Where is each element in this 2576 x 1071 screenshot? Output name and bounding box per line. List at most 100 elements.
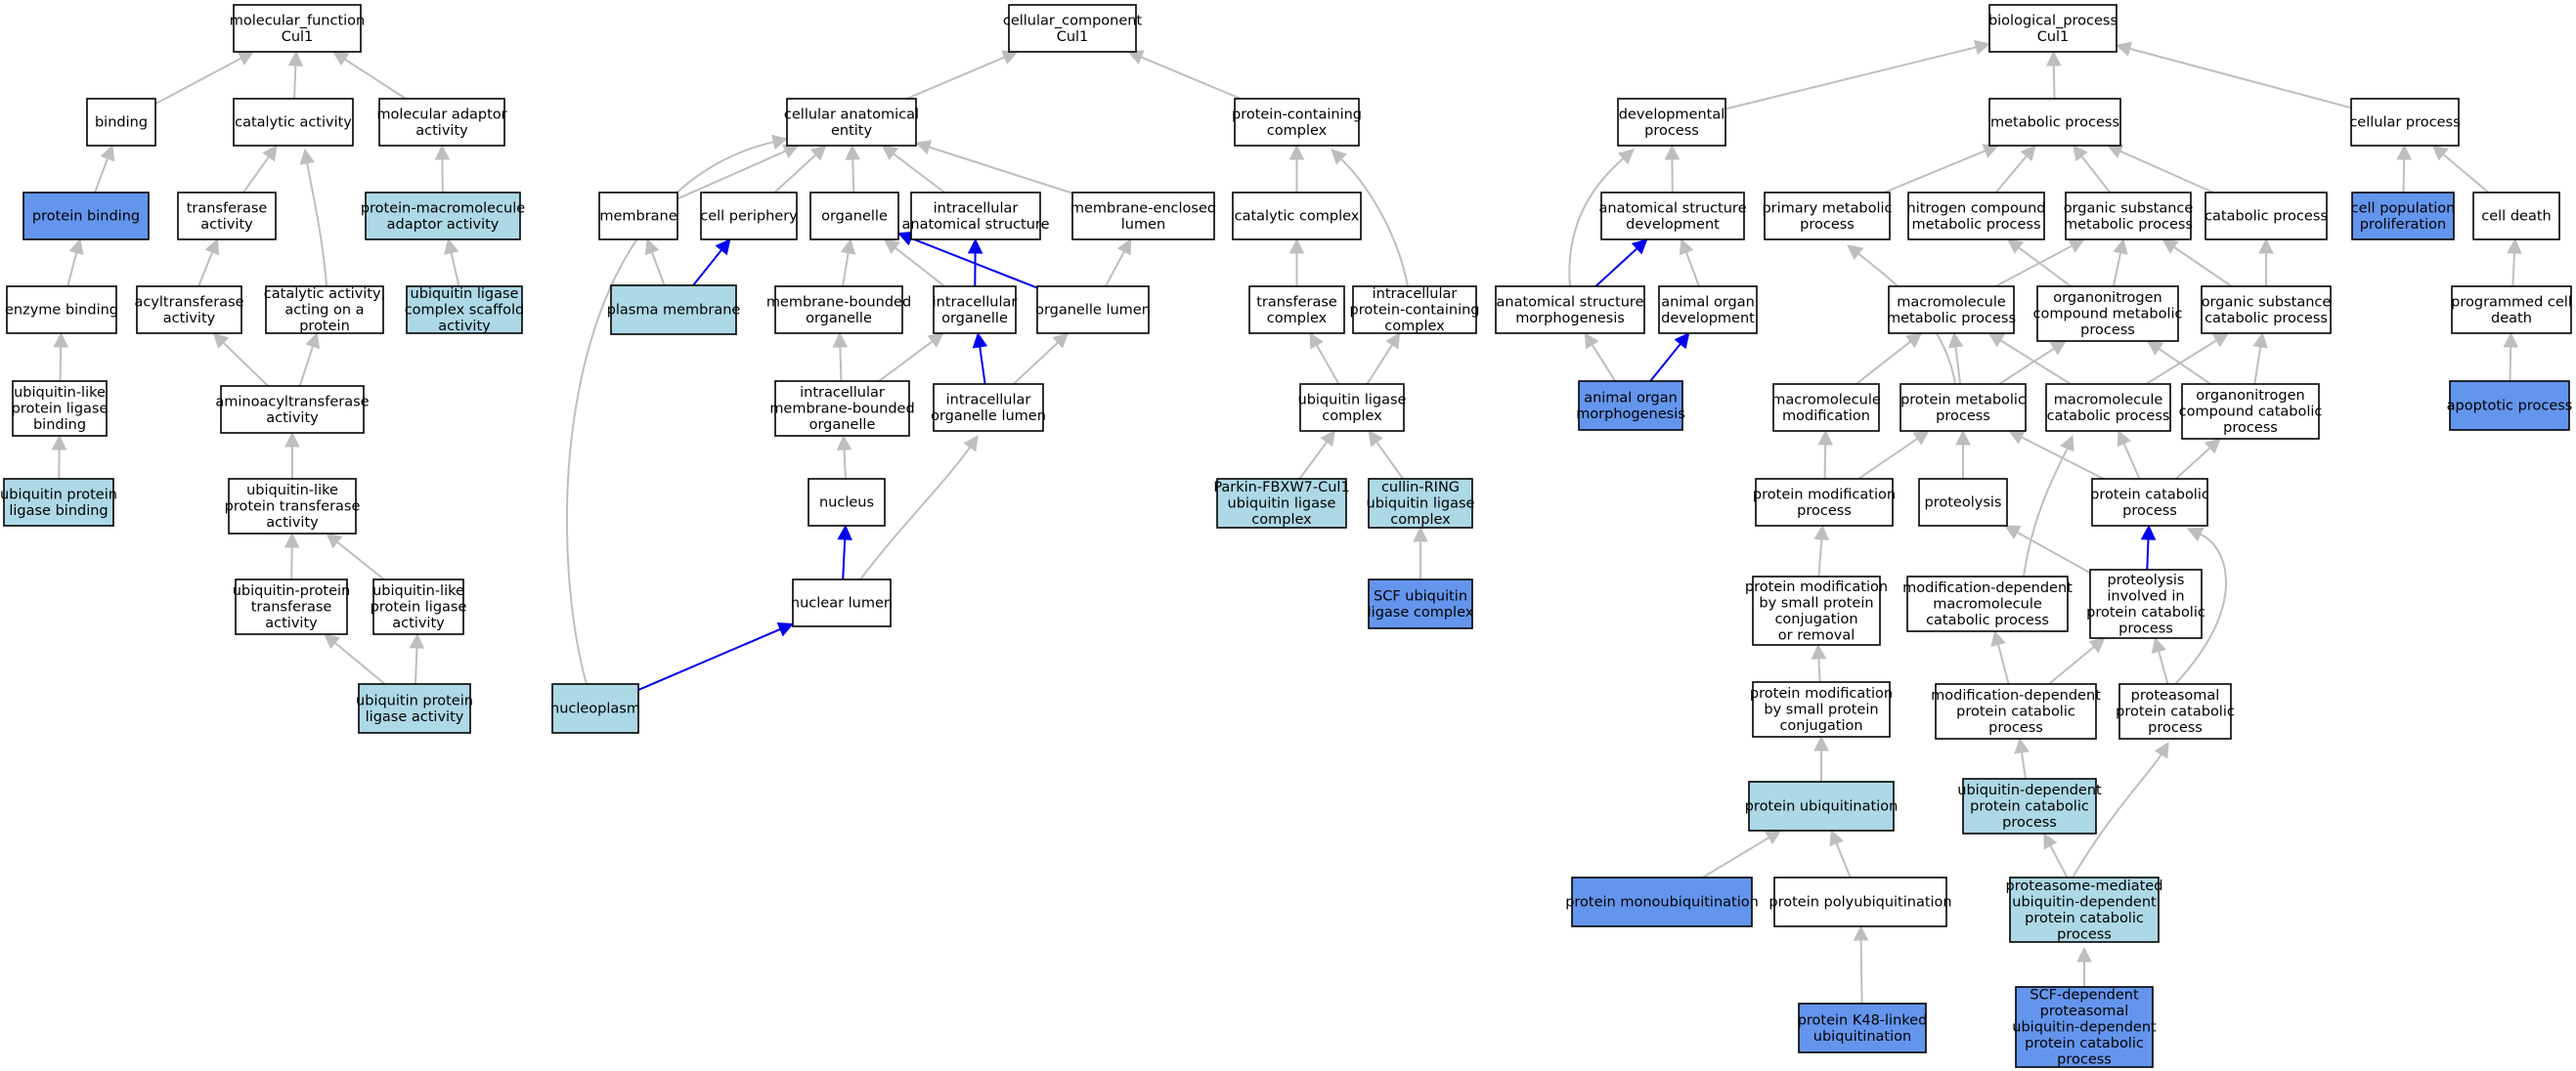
node-box — [1755, 478, 1894, 527]
node-label-line: animal organ — [1661, 294, 1755, 310]
node-label-line: development — [1661, 311, 1755, 326]
node-box — [786, 98, 917, 147]
edge-arrowhead — [1617, 149, 1635, 165]
node-label-line: intracellular — [1373, 286, 1458, 302]
node-label-line: protein K48-linked — [1798, 1012, 1928, 1028]
node-box — [1988, 4, 2118, 53]
edge-nuc_lumen-to-nucleus — [837, 524, 852, 580]
node-box — [1600, 192, 1745, 240]
edge-line — [1316, 344, 1340, 385]
node-label-line: ubiquitin ligase — [1367, 496, 1475, 512]
node-label-line: molecular_function — [230, 13, 365, 28]
edge-org_lumen-to-mel — [1105, 238, 1132, 287]
node-label-line: protein ligase — [371, 600, 467, 616]
edge-line — [2080, 155, 2112, 193]
node-label-line: ubiquitin ligase — [411, 286, 519, 302]
node-membrane: membrane — [598, 192, 678, 240]
node-proteolysis: proteolysis — [1918, 478, 2008, 527]
node-cat-complex: catalytic complex — [1232, 192, 1362, 240]
edge-line — [2402, 158, 2406, 193]
edge-prot_ub-to-pm_spc — [1813, 735, 1829, 782]
node-box — [1299, 383, 1405, 432]
edge-iol-to-org_lumen — [1013, 332, 1070, 385]
edge-imbo-to-ic_org — [878, 332, 944, 382]
node-box — [808, 478, 886, 527]
node-label-line: adaptor activity — [387, 217, 500, 233]
edge-arrowhead — [1664, 144, 1681, 160]
edge-arrowhead — [51, 434, 67, 450]
edge-line — [878, 340, 934, 382]
edge-line — [1998, 347, 2055, 385]
edge-nucleus-to-imbo — [836, 434, 852, 480]
edge-cat_complex-to-pcc — [1288, 144, 1305, 193]
node-label-line: intracellular — [933, 294, 1018, 310]
node-label-line: complex — [1322, 408, 1382, 424]
edge-mod_mm_cat-to-mm_cat — [2023, 434, 2074, 578]
node-label-line: organic substance — [2202, 294, 2332, 310]
edge-ub_pcp-to-mod_pcp — [2014, 737, 2030, 780]
node-label-line: complex scaffold — [405, 303, 525, 319]
edge-arrowhead — [409, 632, 425, 649]
node-label-line: development — [1626, 217, 1720, 233]
edge-mel-to-cae — [914, 140, 1073, 194]
edge-aom-to-aod — [1649, 332, 1690, 382]
edge-prot_pcp-to-prot_in_pcp — [2151, 636, 2169, 685]
edge-arrowhead — [2060, 434, 2074, 452]
edge-arrowhead — [2049, 340, 2067, 356]
edge-catab-to-met_proc — [2106, 144, 2214, 193]
edge-line — [2023, 448, 2069, 578]
node-box — [1962, 778, 2097, 835]
edge-line — [242, 155, 270, 193]
node-label-line: catalytic activity, — [264, 286, 385, 302]
node-box — [1036, 285, 1150, 334]
edge-line — [222, 341, 269, 387]
node-label-line: membrane-bounded — [769, 402, 914, 417]
node-box — [1658, 285, 1758, 334]
node-label-line: organelle — [806, 311, 872, 326]
node-label-line: anatomical structure — [902, 217, 1050, 233]
edge-oncmp-to-ncmp — [2006, 238, 2072, 287]
edge-line — [415, 647, 418, 685]
edge-arrowhead — [776, 621, 795, 637]
edge-line — [1857, 438, 1918, 480]
node-box — [2036, 285, 2179, 342]
edge-line — [1997, 644, 2010, 685]
node-label-line: organelle lumen — [931, 408, 1046, 424]
edge-line — [637, 627, 781, 692]
edge-arrowhead — [1385, 332, 1401, 350]
edge-line — [1835, 842, 1852, 878]
edge-prot_met-to-oncmp — [1998, 340, 2067, 385]
node-label-line: complex — [1267, 311, 1328, 326]
node-label-line: catalytic complex — [1235, 209, 1360, 225]
node-box — [1772, 383, 1880, 432]
edge-line — [2442, 153, 2490, 193]
node-label-line: ubiquitin-protein — [233, 583, 351, 599]
edge-ulc-to-ipcc — [1366, 332, 1401, 385]
node-label-line: metabolic process — [1887, 311, 2016, 326]
node-box — [12, 380, 108, 437]
edge-line — [2049, 844, 2069, 878]
edge-ubl_ligase-to-ubl_transferase — [326, 533, 385, 580]
edge-line — [2119, 150, 2214, 193]
node-label-line: ubiquitin-like — [372, 583, 464, 599]
edge-apoptotic-to-pcd — [2503, 331, 2519, 382]
node-box — [1216, 478, 1347, 529]
node-label-line: protein ligase — [12, 402, 109, 417]
edge-line — [450, 252, 460, 287]
edge-line — [910, 236, 1038, 289]
edge-arrowhead — [53, 331, 69, 348]
edge-ubl_binding-to-enzyme_binding — [53, 331, 69, 382]
edge-tf_complex-to-cat_complex — [1288, 237, 1305, 286]
edge-arrowhead — [1847, 244, 1864, 261]
edge-line — [906, 56, 1005, 100]
node-label-line: by small protein — [1764, 703, 1878, 718]
node-label-line: protein — [299, 319, 350, 334]
